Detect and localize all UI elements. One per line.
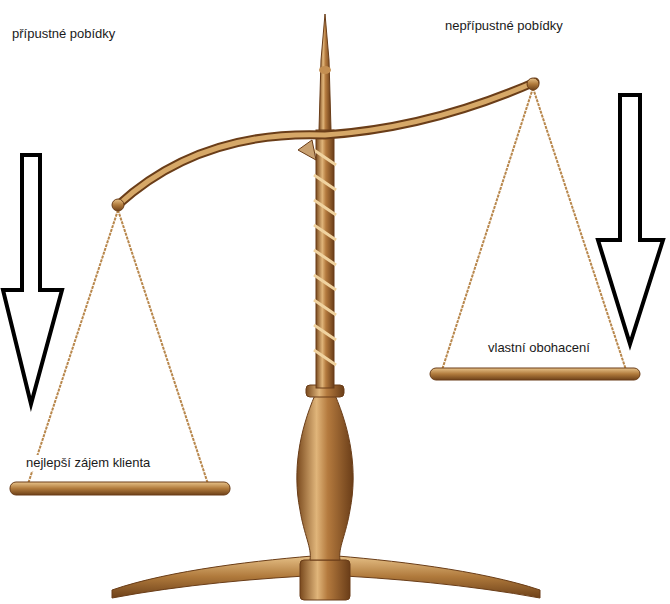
beam-shadow: [118, 82, 535, 205]
down-arrow: [3, 155, 62, 404]
beam-end: [112, 199, 124, 211]
beam-end: [527, 78, 539, 90]
down-arrow: [598, 95, 663, 344]
pan-label: vlastní obohacení: [486, 340, 592, 356]
column-spiral: [314, 150, 336, 365]
spike-knob: [319, 66, 331, 74]
indicator: [298, 140, 316, 160]
scale-beam: [118, 82, 535, 205]
category-label: nepřípustné pobídky: [443, 18, 565, 34]
category-label: přípustné pobídky: [10, 26, 117, 42]
left-pan: [10, 482, 230, 495]
column-vase: [297, 395, 353, 560]
pan-label: nejlepší zájem klienta: [24, 455, 152, 471]
top-spike: [319, 14, 331, 130]
base-block: [300, 560, 350, 600]
right-pan: [430, 368, 640, 380]
